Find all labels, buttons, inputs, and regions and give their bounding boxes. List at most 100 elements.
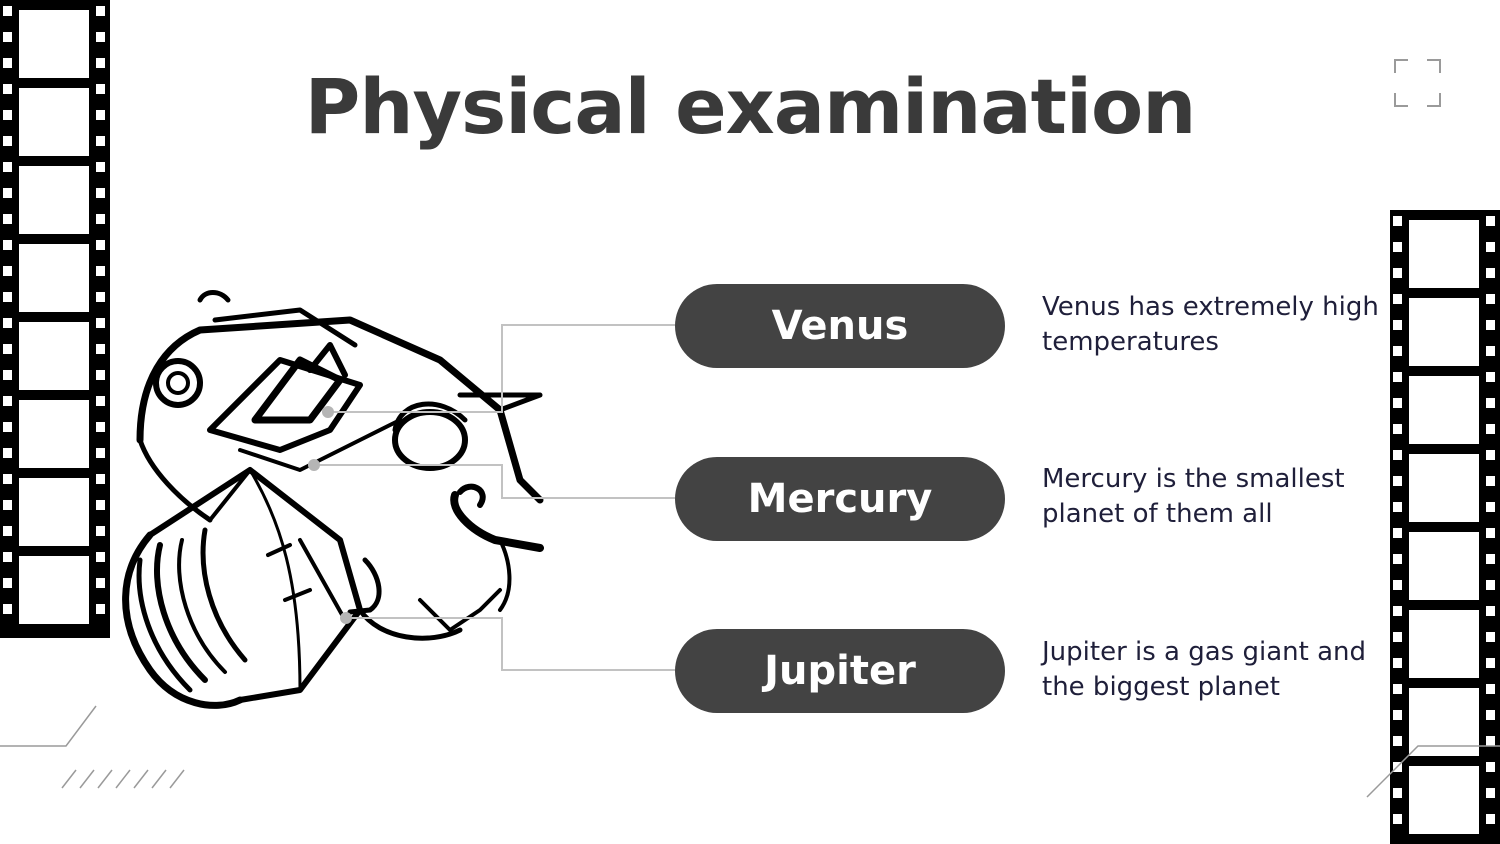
film-frame — [96, 500, 105, 510]
film-frame — [1486, 268, 1495, 278]
film-frame — [3, 162, 12, 172]
film-frame — [1486, 372, 1495, 382]
film-frame — [3, 110, 12, 120]
film-frame — [1393, 580, 1402, 590]
film-frame — [96, 318, 105, 328]
film-frame — [96, 448, 105, 458]
film-frame — [1393, 294, 1402, 304]
film-frame — [1393, 346, 1402, 356]
film-frame — [19, 10, 89, 78]
film-frame — [96, 58, 105, 68]
film-frame — [96, 396, 105, 406]
film-frame — [96, 6, 105, 16]
film-frame — [96, 84, 105, 94]
film-frame — [1486, 398, 1495, 408]
film-frame — [1393, 788, 1402, 798]
film-frame — [1393, 320, 1402, 330]
film-strip-left-icon — [0, 0, 110, 638]
film-frame — [19, 478, 89, 546]
jupiter-pill: Jupiter — [675, 629, 1005, 713]
film-frame — [1393, 268, 1402, 278]
film-frame — [1393, 710, 1402, 720]
film-frame — [1409, 376, 1479, 444]
film-frame — [19, 556, 89, 624]
film-frame — [1486, 554, 1495, 564]
mercury-pill: Mercury — [675, 457, 1005, 541]
film-frame — [1486, 346, 1495, 356]
venus-description: Venus has extremely high temperatures — [1042, 292, 1379, 357]
film-frame — [19, 88, 89, 156]
film-frame — [3, 578, 12, 588]
film-frame — [96, 110, 105, 120]
film-frame — [19, 322, 89, 390]
film-frame — [96, 136, 105, 146]
film-frame — [1393, 450, 1402, 460]
film-frame — [96, 292, 105, 302]
film-frame — [1393, 216, 1402, 226]
film-frame — [1409, 220, 1479, 288]
film-frame — [1393, 606, 1402, 616]
film-frame — [1486, 242, 1495, 252]
film-strip-right-icon — [1390, 210, 1500, 844]
film-frame — [3, 136, 12, 146]
film-frame — [1393, 424, 1402, 434]
film-frame — [3, 526, 12, 536]
film-frame — [96, 578, 105, 588]
film-frame — [1393, 502, 1402, 512]
venus-label: Venus — [771, 303, 909, 349]
film-frame — [1486, 684, 1495, 694]
film-frame — [3, 474, 12, 484]
film-frame — [1486, 632, 1495, 642]
film-frame — [1393, 684, 1402, 694]
film-frame — [1409, 532, 1479, 600]
film-frame — [1393, 242, 1402, 252]
film-frame — [3, 266, 12, 276]
film-frame — [1486, 762, 1495, 772]
film-frame — [3, 292, 12, 302]
connector-lines — [314, 324, 675, 671]
film-frame — [96, 344, 105, 354]
film-frame — [1486, 216, 1495, 226]
corner-frame-icon — [1394, 59, 1441, 107]
film-frame — [96, 162, 105, 172]
film-frame — [3, 422, 12, 432]
film-frame — [96, 422, 105, 432]
film-frame — [1486, 320, 1495, 330]
film-frame — [1393, 814, 1402, 824]
film-frame — [3, 214, 12, 224]
film-frame — [3, 344, 12, 354]
film-frame — [1486, 294, 1495, 304]
film-frame — [96, 240, 105, 250]
film-frame — [1393, 476, 1402, 486]
venus-pill: Venus — [675, 284, 1005, 368]
decorative-line-right — [1366, 745, 1500, 798]
film-frame — [96, 526, 105, 536]
film-frame — [3, 84, 12, 94]
film-frame — [1486, 450, 1495, 460]
film-frame — [1409, 610, 1479, 678]
film-frame — [3, 396, 12, 406]
film-frame — [1486, 658, 1495, 668]
film-frame — [1486, 424, 1495, 434]
film-frame — [3, 448, 12, 458]
film-frame — [3, 32, 12, 42]
film-frame — [3, 318, 12, 328]
jupiter-description: Jupiter is a gas giant and the biggest p… — [1042, 637, 1367, 702]
film-frame — [1393, 736, 1402, 746]
film-frame — [96, 266, 105, 276]
film-frame — [3, 6, 12, 16]
film-frame — [3, 188, 12, 198]
film-frame — [1393, 658, 1402, 668]
slide-title: Physical examination — [304, 62, 1197, 151]
connector-dots — [308, 406, 352, 624]
jupiter-label: Jupiter — [764, 648, 916, 694]
film-frame — [19, 166, 89, 234]
film-frame — [3, 604, 12, 614]
film-frame — [3, 58, 12, 68]
film-frame — [3, 552, 12, 562]
film-frame — [1486, 606, 1495, 616]
film-frame — [1486, 736, 1495, 746]
film-frame — [96, 552, 105, 562]
